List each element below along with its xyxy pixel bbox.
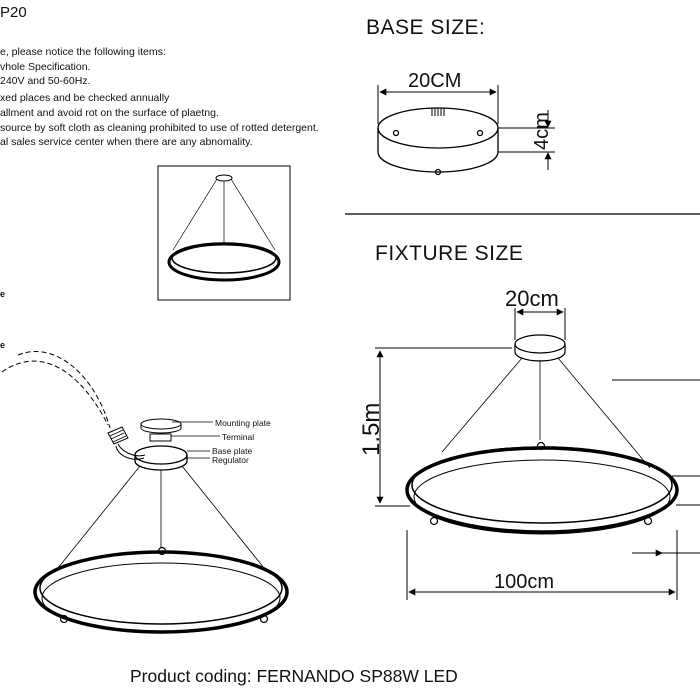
base-plate-label: Base plate (212, 446, 253, 456)
product-coding: Product coding: FERNANDO SP88W LED (130, 666, 458, 686)
installation-drawing (1, 351, 289, 634)
fixture-dimension-lines (375, 308, 700, 600)
instruction-line: source by soft cloth as cleaning prohibi… (0, 122, 319, 134)
diameter-label: 100cm (494, 571, 555, 593)
base-width-label: 20CM (408, 70, 462, 92)
terminal-label: Terminal (222, 432, 255, 442)
instruction-line: e, please notice the following items: (0, 46, 166, 58)
base-plate-drawing (377, 107, 499, 176)
side-note: e (0, 340, 6, 350)
fixture-size-title: FIXTURE SIZE (375, 242, 524, 265)
base-dimension-lines (377, 85, 555, 170)
instruction-line: 240V and 50-60Hz. (0, 75, 91, 87)
instruction-line: al sales service center when there are a… (0, 136, 253, 148)
side-note: e (0, 289, 6, 299)
instruction-line: xed places and be checked annually (0, 92, 170, 104)
mounting-plate-label: Mounting plate (215, 418, 271, 428)
instruction-line: allment and avoid rot on the surface of … (0, 107, 219, 119)
fixture-drawing (405, 334, 679, 535)
base-size-title: BASE SIZE: (366, 16, 486, 39)
fixture-thumbnail (157, 165, 291, 301)
regulator-label: Regulator (212, 455, 249, 465)
model-fragment: P20 (0, 4, 27, 21)
instruction-line: vhole Specification. (0, 61, 91, 73)
top-width-label: 20cm (505, 286, 559, 311)
